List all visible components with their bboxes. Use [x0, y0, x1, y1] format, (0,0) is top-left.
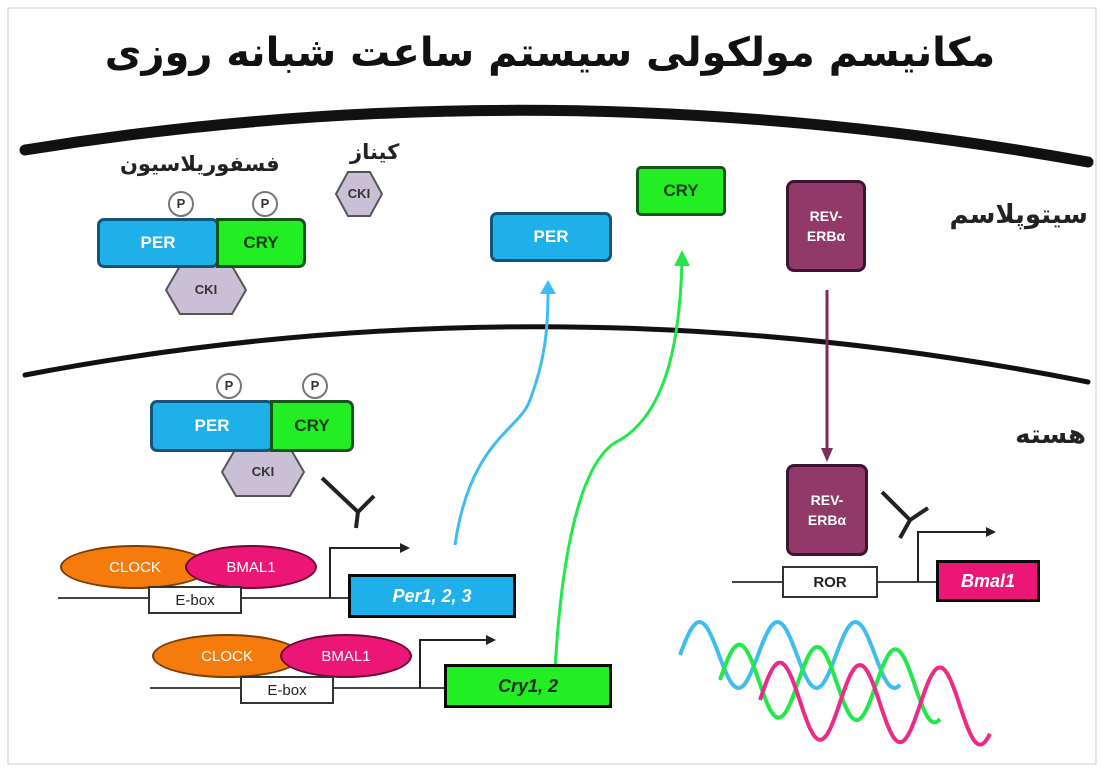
cytoplasm-label: سیتوپلاسم: [949, 200, 1088, 230]
ror-element: ROR: [782, 566, 878, 598]
cry-gene: Cry1, 2: [444, 664, 612, 708]
oscillation-wave-per: [678, 619, 902, 691]
page-title: مکانیسم مولکولی سیستم ساعت شبانه روزی: [104, 30, 996, 76]
per-gene: Per1, 2, 3: [348, 574, 516, 618]
ck-hexagon-cytoplasm: [334, 171, 384, 217]
rev-erb-protein-nucleus: REV-ERBα: [786, 464, 868, 556]
phosphate-circle: [216, 373, 242, 399]
phosphate-label: P: [176, 196, 186, 211]
rev-erb-protein-cytoplasm: REV-ERBα: [786, 180, 866, 272]
tss-arrowhead-cry: [486, 635, 496, 645]
per-export-arrow: [453, 289, 550, 546]
cell-membrane: [19, 104, 1094, 168]
ck-label-complex-cyto: CKI: [194, 282, 218, 297]
inhibition-symbol-ror: [880, 490, 930, 539]
tss-arrowhead-per: [400, 543, 410, 553]
bmal1-gene: Bmal1: [936, 560, 1040, 602]
bmal1-protein-per-promoter: BMAL1: [185, 545, 317, 589]
phosphorylation-label: فسفوریلاسیون: [120, 152, 280, 176]
phosphate-circle: [252, 191, 278, 217]
cry-protein-cytoplasm: CRY: [636, 166, 726, 216]
tss-arrowhead-bmal1: [986, 527, 996, 537]
per-protein-cyto-complex: PER: [97, 218, 219, 268]
cry-protein-cyto-complex: CRY: [216, 218, 306, 268]
per-arrowhead: [540, 280, 556, 294]
tss-arrow-cry: [419, 639, 488, 688]
nuclear-membrane: [22, 324, 1091, 385]
phosphate-label: P: [260, 196, 270, 211]
ck-label-complex-nuc: CKI: [251, 464, 275, 479]
nucleus-label: هسته: [1015, 420, 1086, 450]
phosphate-circle: [168, 191, 194, 217]
phosphate-label: P: [224, 378, 234, 393]
cry-protein-nuc-complex: CRY: [270, 400, 354, 452]
kinase-label: کیناز: [350, 140, 400, 164]
oscillation-wave-cry: [718, 642, 942, 725]
oscillation-wave-bmal1: [758, 660, 992, 747]
per-protein-cytoplasm: PER: [490, 212, 612, 262]
frame-border: [7, 7, 1097, 765]
cry-export-arrow: [553, 261, 684, 671]
ck-label-cytoplasm: CKI: [347, 186, 371, 201]
inhibition-symbol-ebox: [320, 476, 376, 529]
tss-arrow-per: [329, 547, 402, 598]
bmal1-protein-cry-promoter: BMAL1: [280, 634, 412, 678]
clock-protein-cry-promoter: CLOCK: [152, 634, 302, 678]
phosphate-label: P: [310, 378, 320, 393]
phosphate-circle: [302, 373, 328, 399]
ebox-element-per: E-box: [148, 586, 242, 614]
per-protein-nuc-complex: PER: [150, 400, 274, 452]
rev-erb-arrowhead: [821, 448, 833, 462]
tss-arrow-bmal1: [917, 531, 988, 582]
ebox-element-cry: E-box: [240, 676, 334, 704]
cry-arrowhead: [674, 250, 690, 266]
